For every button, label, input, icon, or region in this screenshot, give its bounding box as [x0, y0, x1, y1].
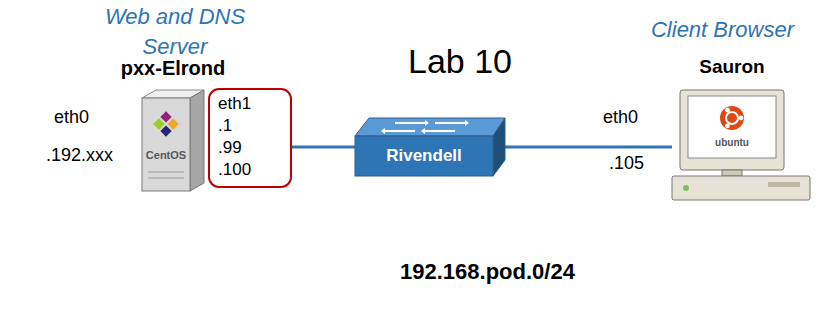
ip-address: .105	[609, 152, 644, 175]
diagram-title: Lab 10	[408, 40, 512, 83]
ip-suffix: .99	[218, 137, 282, 159]
interface-box: eth1.1.99.100	[208, 88, 292, 188]
ip-address: .192.xxx	[46, 144, 113, 167]
role-caption: Web and DNS Server	[100, 2, 250, 62]
role-caption: Client Browser	[620, 16, 825, 44]
subnet-label: 192.168.pod.0/24	[400, 258, 575, 286]
os-badge: CentOS	[140, 148, 192, 162]
interface-name: eth0	[54, 106, 89, 129]
server-tower: pxx-ElrondCentOS	[140, 88, 206, 193]
ip-suffix: .100	[218, 159, 282, 181]
switch-name: Rivendell	[355, 145, 493, 167]
host-name: Sauron	[672, 54, 792, 79]
network-link	[292, 146, 355, 149]
network-switch: Rivendell	[355, 118, 505, 176]
interface-name: eth1	[218, 93, 282, 115]
interface-name: eth0	[603, 106, 638, 129]
client-computer: Sauronubuntu	[672, 90, 812, 202]
ip-suffix: .1	[218, 115, 282, 137]
network-link	[505, 146, 672, 149]
os-badge: ubuntu	[688, 136, 776, 149]
server-tower-outline	[140, 88, 206, 193]
